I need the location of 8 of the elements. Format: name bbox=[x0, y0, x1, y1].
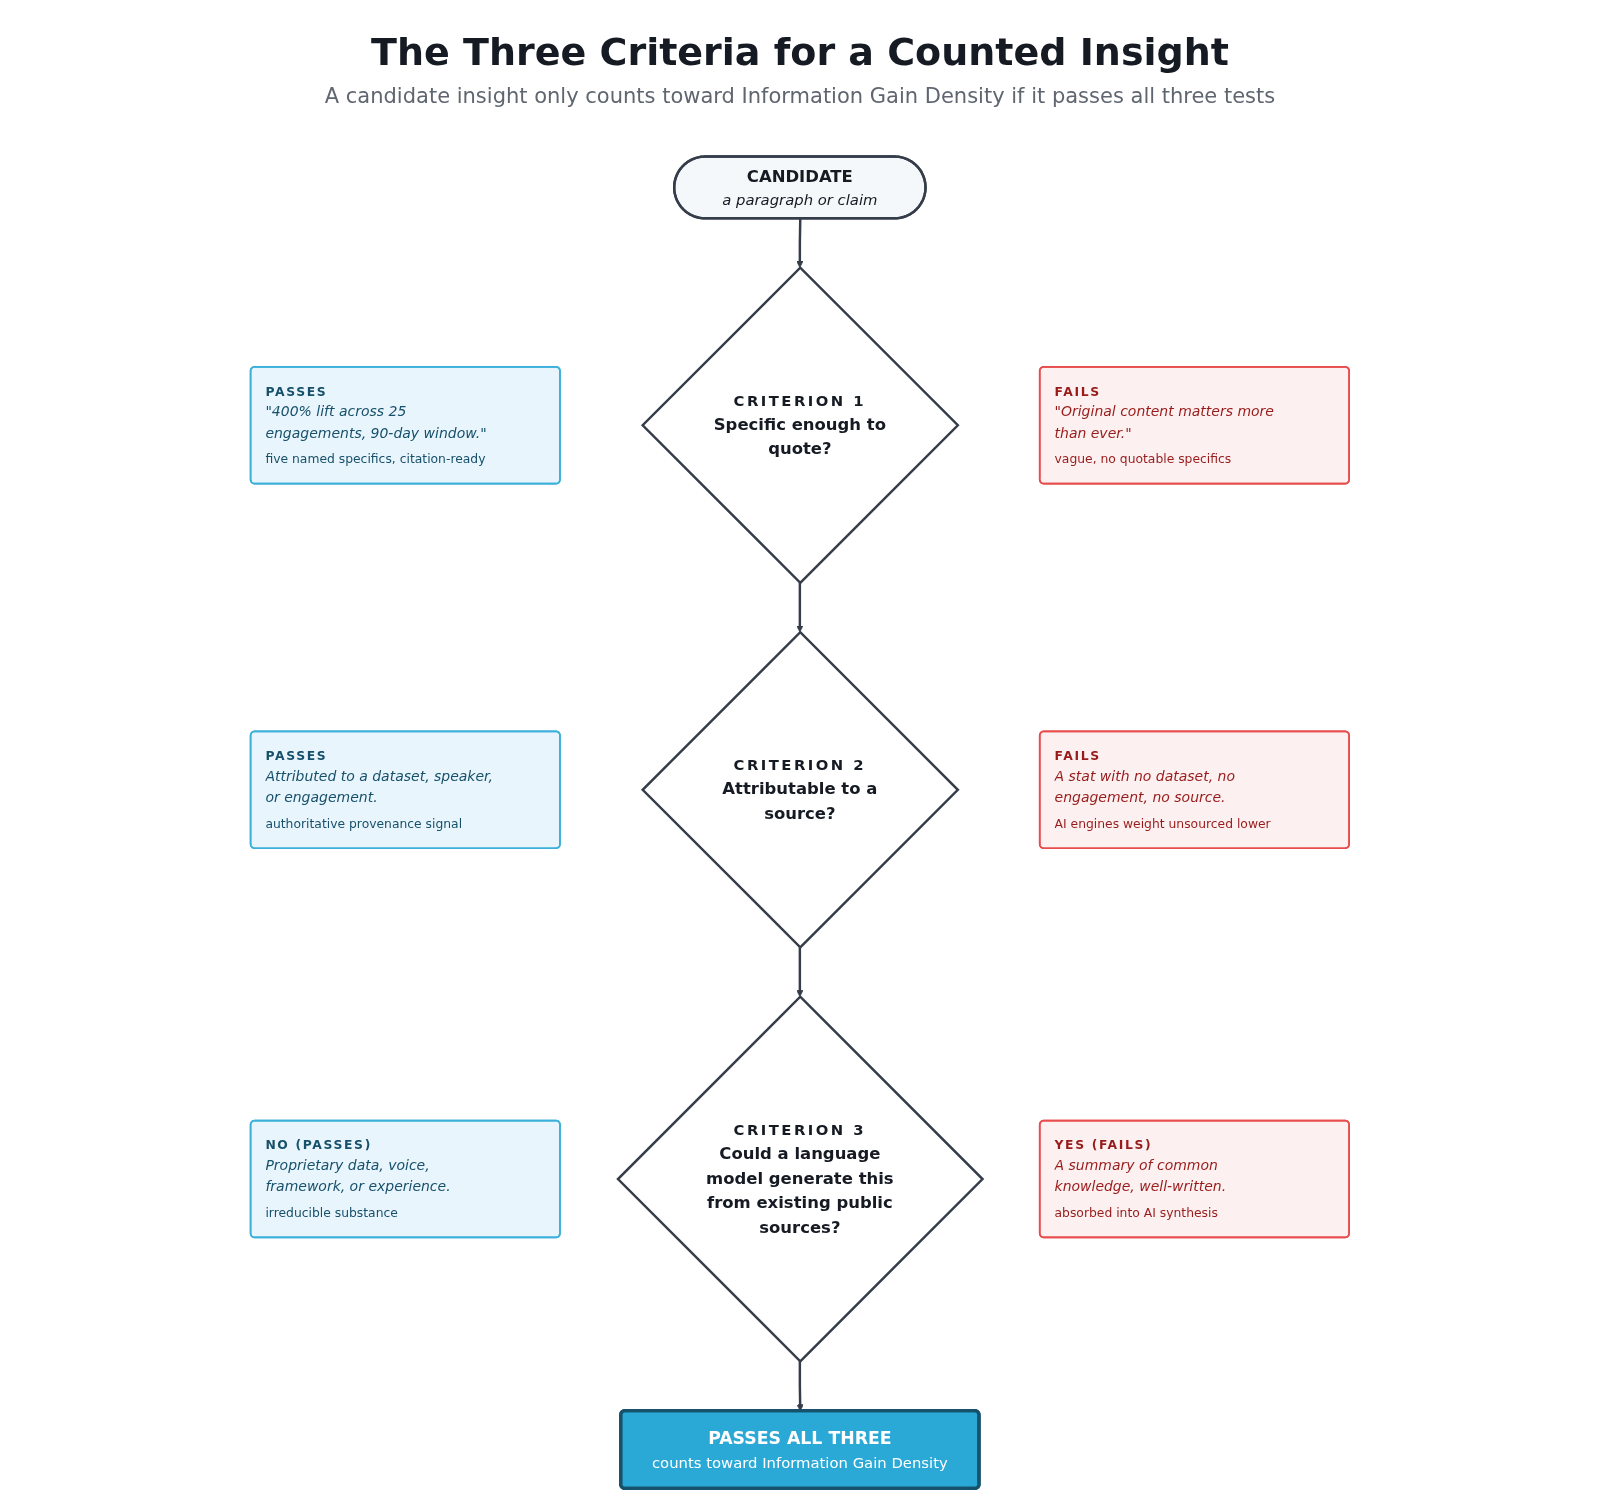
arrow bbox=[796, 947, 804, 998]
arrow bbox=[796, 218, 804, 268]
diagram-title: The Three Criteria for a Counted Insight bbox=[371, 30, 1229, 74]
arrow bbox=[796, 582, 804, 633]
subtitle: A candidate insight only counts toward Information Gain Density if it passes all three tests bbox=[324, 84, 1276, 108]
node-diamond: CRITERION 3 Could a language model generate this from existing public sources? bbox=[616, 995, 985, 1363]
node-diamond: CRITERION 1 Specific enough to quote? bbox=[641, 265, 960, 585]
node-diamond: CRITERION 2 Attributable to a source? bbox=[641, 630, 960, 950]
